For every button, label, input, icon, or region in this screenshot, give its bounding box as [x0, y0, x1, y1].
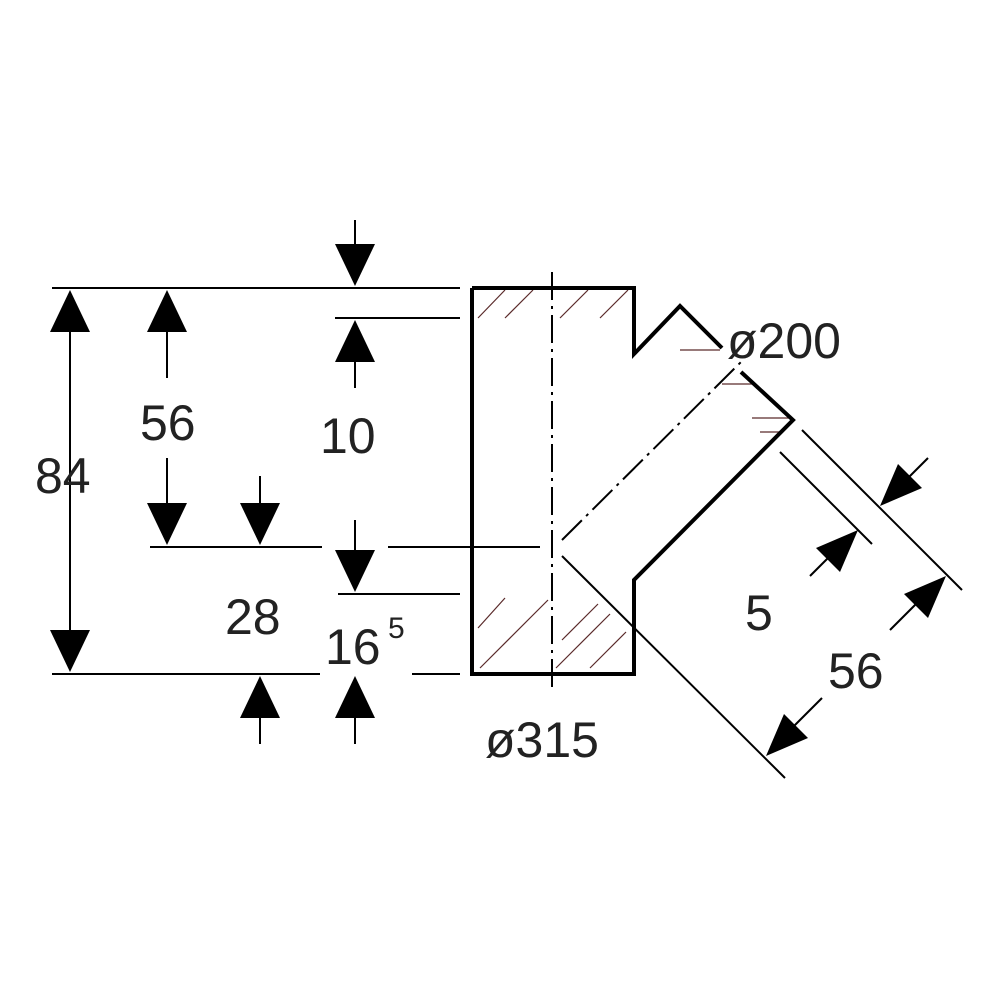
arrow-5	[816, 530, 858, 572]
branch-length-label: 56	[828, 643, 884, 699]
upper-height-label: 56	[140, 395, 196, 451]
lower-offset-superscript: 5	[388, 612, 405, 645]
arrowheads	[50, 244, 946, 756]
arrow-10-bottom	[335, 320, 375, 362]
top-offset-label: 10	[320, 408, 376, 464]
arrow-28-top	[240, 503, 280, 545]
extension-lines	[52, 287, 963, 779]
branch-inset-label: 5	[745, 585, 773, 641]
branch-diameter-label: ø200	[727, 313, 841, 369]
overall-height-label: 84	[35, 448, 91, 504]
arrow-10-top	[335, 244, 375, 286]
main-diameter-label: ø315	[485, 712, 599, 768]
lower-offset-label: 16	[325, 619, 381, 675]
arrow-84-bottom	[50, 630, 90, 672]
section-hatching	[477, 289, 790, 669]
center-lines	[551, 272, 746, 690]
arrow-56-diag-bottom	[766, 714, 808, 756]
arrow-84-top	[50, 290, 90, 332]
arrow-16-bottom	[335, 676, 375, 718]
arrow-branch-top	[880, 464, 922, 506]
dimension-lines	[69, 220, 929, 744]
arrow-56-diag-top	[904, 576, 946, 618]
lower-height-label: 28	[225, 589, 281, 645]
arrow-28-bottom	[240, 676, 280, 718]
arrow-16-top	[335, 550, 375, 592]
arrow-56-top	[147, 290, 187, 332]
arrow-56-bottom	[147, 503, 187, 545]
